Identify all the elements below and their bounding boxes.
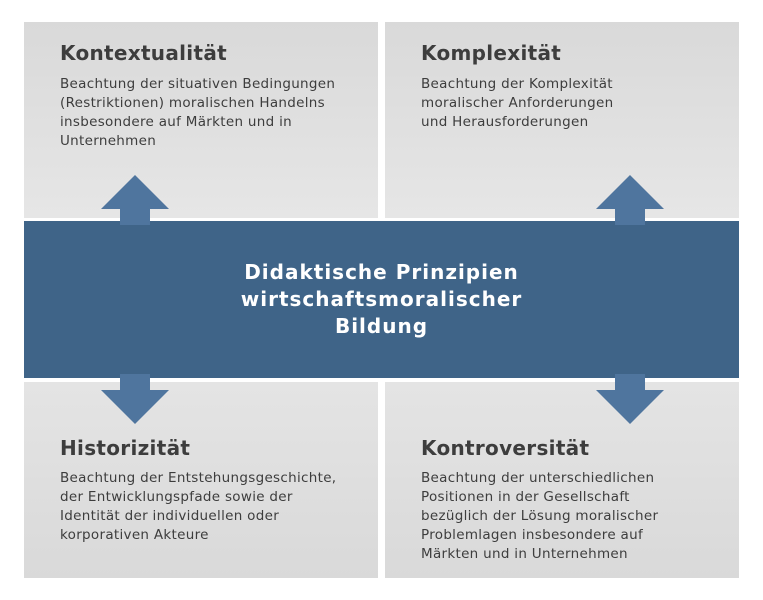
text-line: Beachtung der unterschiedlichen [421, 470, 655, 486]
arrow-up-left-icon [101, 175, 169, 225]
text-line: Beachtung der Komplexität [421, 76, 613, 92]
text-line: und Herausforderungen [421, 114, 589, 130]
center-band: Didaktische Prinzipien wirtschaftsmorali… [24, 221, 739, 378]
panel-heading: Kontextualität [60, 41, 227, 65]
text-line: moralischer Anforderungen [421, 95, 614, 111]
panel-heading: Komplexität [421, 41, 562, 65]
text-line: Identität der individuellen oder [60, 508, 280, 524]
text-line: insbesondere auf Märkten und in [60, 114, 292, 130]
panel-kontextualitaet: Kontextualität Beachtung der situativen … [24, 22, 378, 218]
text-line: Positionen in der Gesellschaft [421, 489, 630, 505]
text-line: bezüglich der Lösung moralischer [421, 508, 659, 524]
panel-text: Beachtung der unterschiedlichen Position… [421, 469, 731, 564]
panel-historizitaet: Historizität Beachtung der Entstehungsge… [24, 382, 378, 578]
panel-text: Beachtung der Entstehungsgeschichte, der… [60, 469, 370, 545]
panel-kontroversitaet: Kontroversität Beachtung der unterschied… [385, 382, 739, 578]
panel-heading: Kontroversität [421, 436, 590, 460]
panel-text: Beachtung der situativen Bedingungen (Re… [60, 75, 370, 151]
arrow-up-right-icon [596, 175, 664, 225]
text-line: der Entwicklungspfade sowie der [60, 489, 293, 505]
panel-komplexitaet: Komplexität Beachtung der Komplexität mo… [385, 22, 739, 218]
center-title: Didaktische Prinzipien wirtschaftsmorali… [240, 260, 523, 338]
text-line: Beachtung der situativen Bedingungen [60, 76, 336, 92]
panel-text: Beachtung der Komplexität moralischer An… [421, 75, 731, 132]
text-line: (Restriktionen) moralischen Handelns [60, 95, 325, 111]
text-line: Märkten und in Unternehmen [421, 546, 628, 562]
text-line: korporativen Akteure [60, 527, 209, 543]
arrow-down-right-icon [596, 374, 664, 424]
text-line: Beachtung der Entstehungsgeschichte, [60, 470, 337, 486]
text-line: Problemlagen insbesondere auf [421, 527, 644, 543]
text-line: Unternehmen [60, 133, 157, 149]
arrow-down-left-icon [101, 374, 169, 424]
panel-heading: Historizität [60, 436, 191, 460]
